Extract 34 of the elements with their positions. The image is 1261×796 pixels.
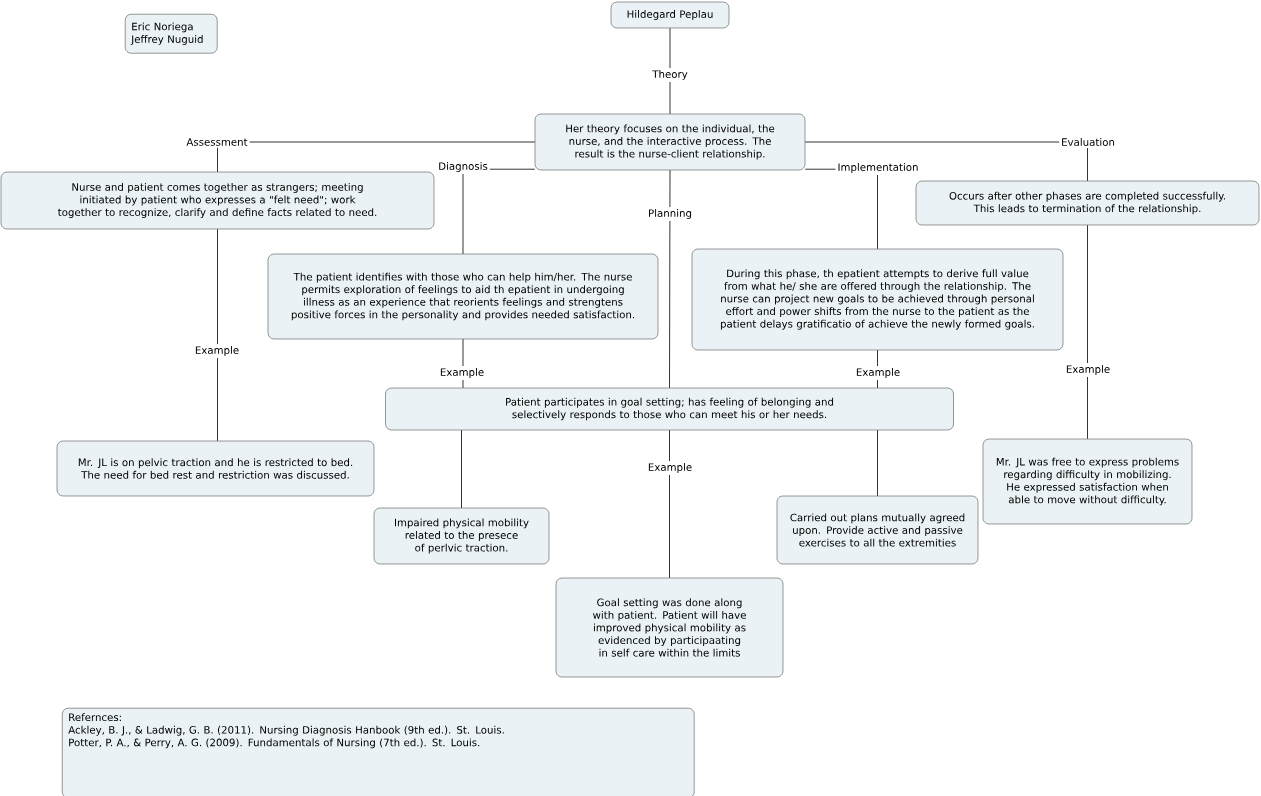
concept-box: Nurse and patient comes together as strangers; meeting initiated by patient who expresses a "felt need"; work together to recognize, clarify and define facts related to need. [0, 171, 435, 230]
connector-line [217, 141, 536, 173]
connector-line [1087, 224, 1088, 440]
edge-label: Theory [650, 68, 690, 82]
edge-label: Example [853, 366, 903, 380]
connector-line [669, 429, 670, 579]
connector-line [877, 429, 878, 497]
edge-label: Diagnosis [436, 160, 490, 174]
edge-label: Evaluation [1059, 136, 1117, 148]
edge-label: Example [437, 366, 487, 380]
connector-line [804, 141, 1088, 182]
reference-box: Refernces: Ackley, B. J., & Ladwig, G. B. (2011). Nursing Diagnosis Hanbook (9th ed.). St. Louis. Potter, P. A., & Perry, A. G. (2009). Fundamentals of Nursing (7th ed.). St. Louis. [62, 708, 695, 796]
concept-box: During this phase, th epatient attempts to derive full value from what he/ she are offered through the relationship. The nurse can project new goals to be achieved through personal effort and power shifts from the nurse to the patient as the patient delays gratificatio of achieve the newly formed goals. [691, 248, 1064, 351]
edge-label: Assessment [184, 136, 250, 148]
concept-box: Patient participates in goal setting; has feeling of belonging and selectively responds to those who can meet his or her needs. [385, 387, 954, 431]
connector-line [669, 169, 671, 389]
concept-box: Mr. JL is on pelvic traction and he is restricted to bed. The need for bed rest and restriction was discussed. [56, 440, 375, 497]
author-box: Eric Noriega Jeffrey Nuguid [125, 14, 218, 54]
concept-box: Impaired physical mobility related to the presece of perlvic traction. [373, 507, 550, 565]
concept-box: The patient identifies with those who can help him/her. The nurse permits exploration of feelings to aid th epatient in undergoing illness as an experience that reorients feelings and strengtens positive forces in the personality and provides needed satisfaction. [267, 253, 659, 340]
concept-box: Carried out plans mutually agreed upon. Provide active and passive exercises to all the extremities [776, 495, 979, 565]
connector-line [669, 27, 671, 115]
concept-box: Mr. JL was free to express problems regarding difficulty in mobilizing. He expressed satisfaction when able to move without difficulty. [982, 438, 1193, 525]
connector-line [461, 429, 462, 509]
concept-box: Occurs after other phases are completed successfully. This leads to termination of the relationship. [915, 180, 1260, 226]
edge-label: Example [645, 461, 695, 475]
concept-box: Her theory focuses on the individual, the nurse, and the interactive process. The result is the nurse-client relationship. [534, 113, 806, 171]
concept-box: Hildegard Peplau [610, 1, 730, 29]
edge-label: Implementation [835, 161, 921, 175]
edge-label: Planning [646, 207, 694, 221]
edge-label: Example [192, 344, 242, 358]
concept-box: Goal setting was done along with patient. Patient will have improved physical mobility as evidenced by participaating in self care within the limits [555, 577, 784, 678]
connector-line [217, 228, 218, 442]
edge-label: Example [1063, 363, 1113, 377]
